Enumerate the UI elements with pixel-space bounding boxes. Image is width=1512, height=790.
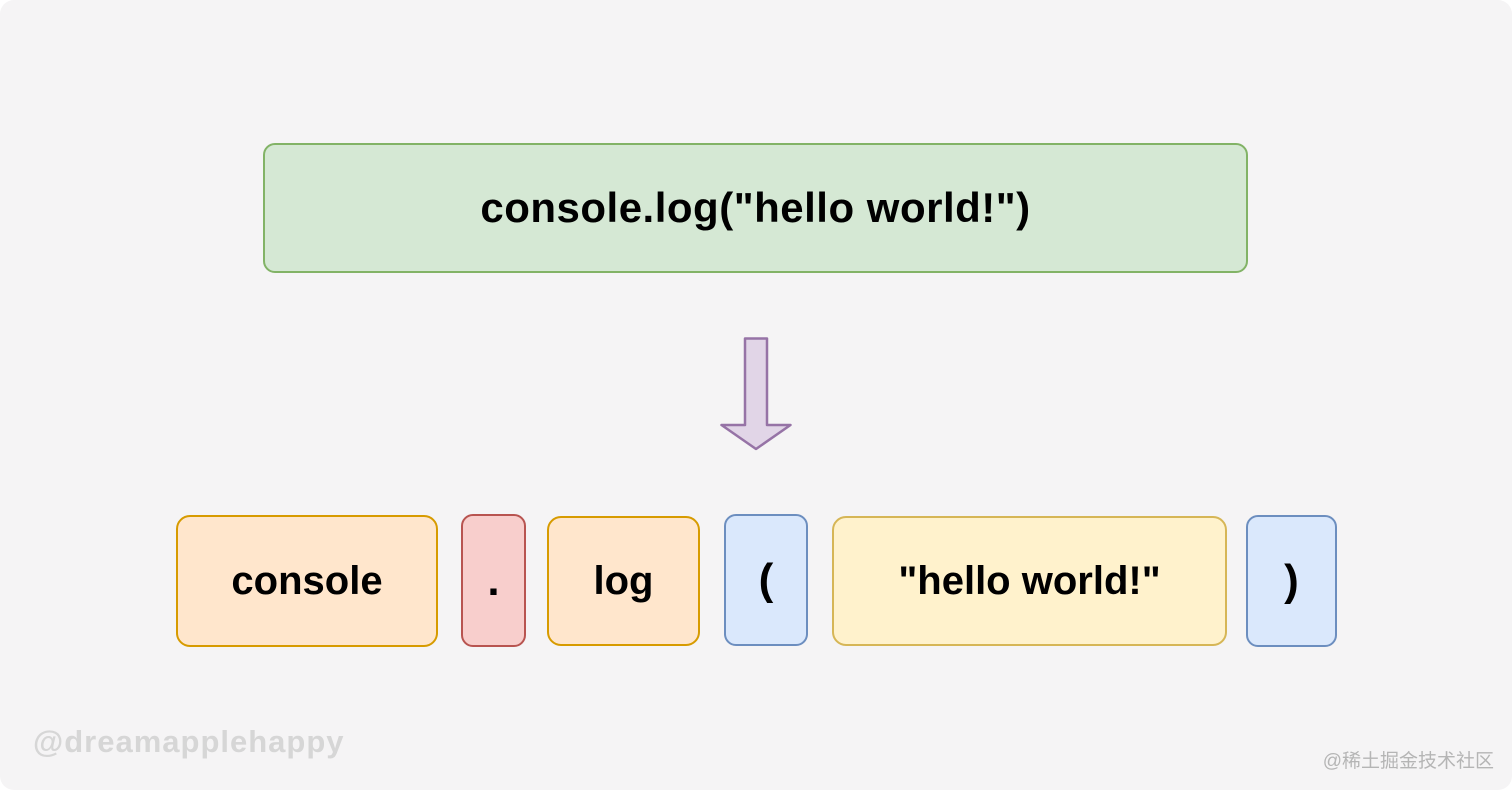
token-open-paren-label: ( [758,555,774,604]
token-string-literal-label: "hello world!" [898,558,1161,603]
token-string-literal: "hello world!" [832,516,1227,646]
watermark-community: @稀土掘金技术社区 [1322,751,1494,772]
token-close-paren: ) [1246,515,1337,647]
down-arrow-icon [720,337,792,451]
token-console: console [176,515,438,647]
watermark-author: @dreamapplehappy [33,724,345,759]
token-open-paren: ( [724,514,808,646]
source-code-text: console.log("hello world!") [480,184,1031,231]
source-code-box: console.log("hello world!") [263,143,1248,273]
token-dot-label: . [487,555,500,605]
token-console-label: console [231,558,383,603]
token-dot: . [461,514,526,647]
token-close-paren-label: ) [1284,556,1299,605]
token-log: log [547,516,700,646]
token-log-label: log [593,558,654,603]
